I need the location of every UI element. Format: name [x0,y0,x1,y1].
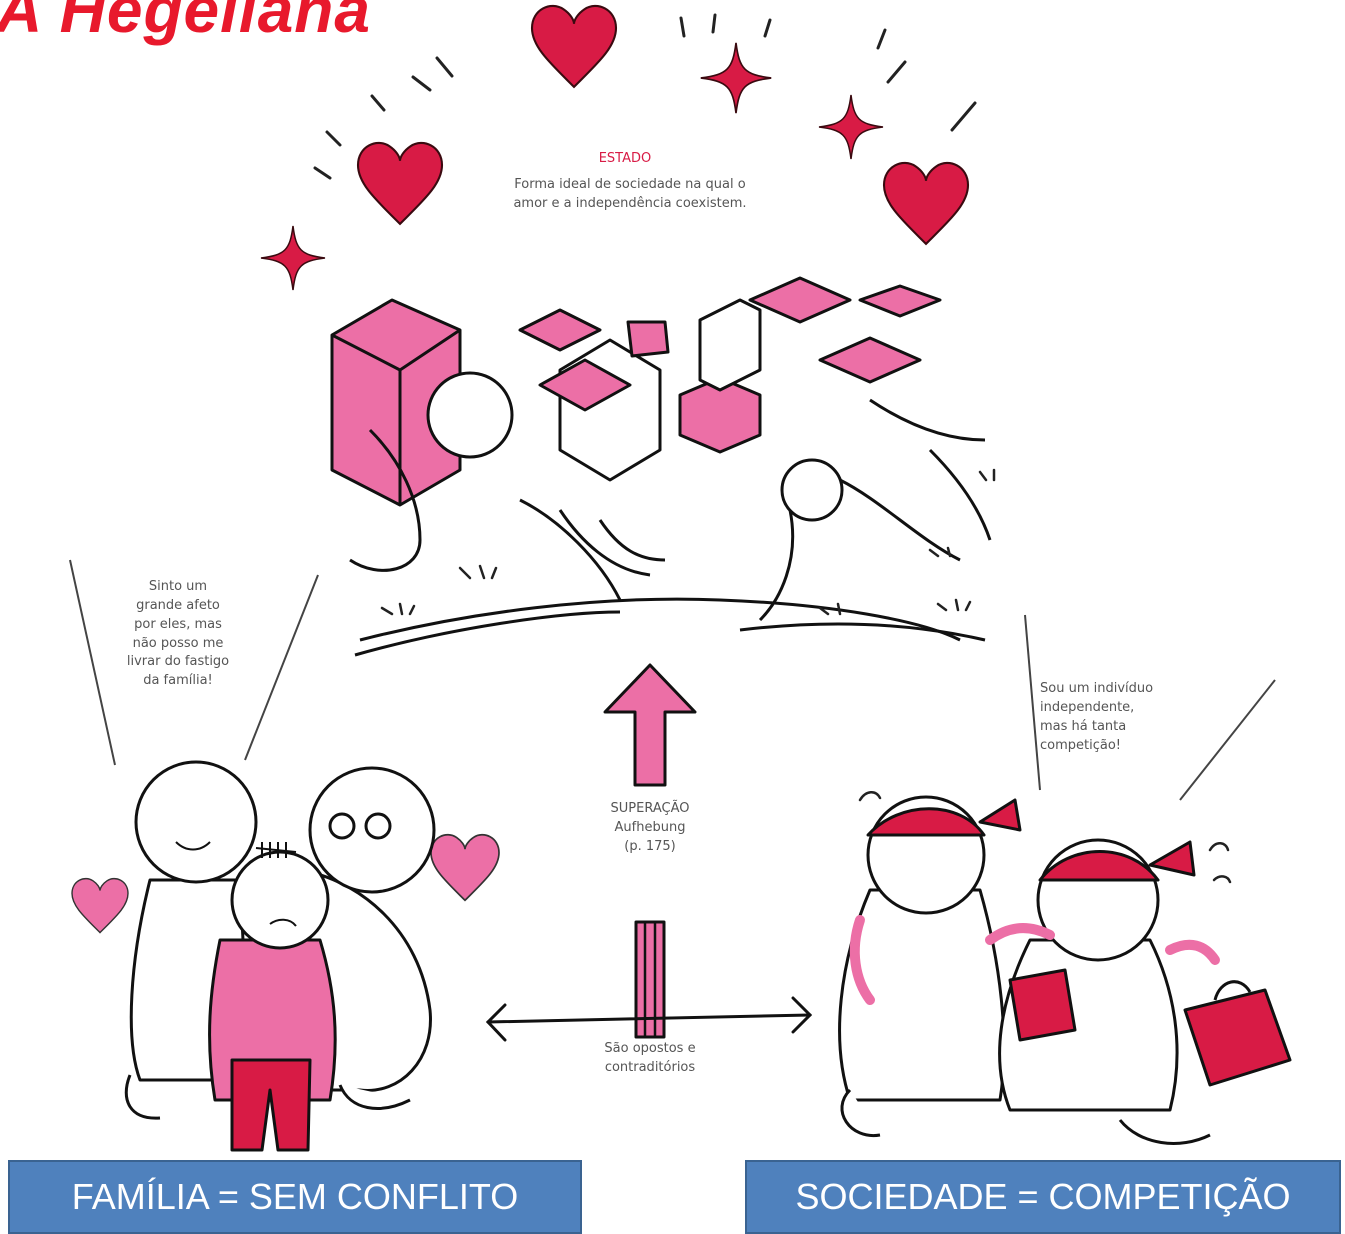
page-title: A Hegeliana [0,0,371,42]
heart-icon [882,161,970,245]
title-prefix: A [0,0,41,46]
family-label-text: FAMÍLIA = SEM CONFLITO [71,1176,519,1217]
heart-icon [71,877,129,934]
overcoming-label: SUPERAÇÃO Aufhebung (p. 175) [610,801,690,854]
opposites-label: São opostos e contraditórios [604,1041,696,1075]
society-label-text: SOCIEDADE = COMPETIÇÃO [795,1176,1291,1217]
family-label: FAMÍLIA = SEM CONFLITO [8,1160,582,1234]
society-speech: Sou um indivíduo independente, mas há ta… [1040,681,1154,753]
heart-icon [430,833,500,902]
society-label: SOCIEDADE = COMPETIÇÃO [745,1160,1341,1234]
sparkle-icon [699,41,773,115]
title-word: Hegeliana [59,0,371,46]
sparkle-icon [260,225,326,291]
state-heading: ESTADO [598,151,652,166]
heart-icon [356,141,444,225]
sparkle-icon [818,94,884,160]
heart-icon [530,4,618,88]
state-description: Forma ideal de sociedade na qual o amor … [513,177,747,211]
family-speech: Sinto um grande afeto por eles, mas não … [126,579,230,689]
